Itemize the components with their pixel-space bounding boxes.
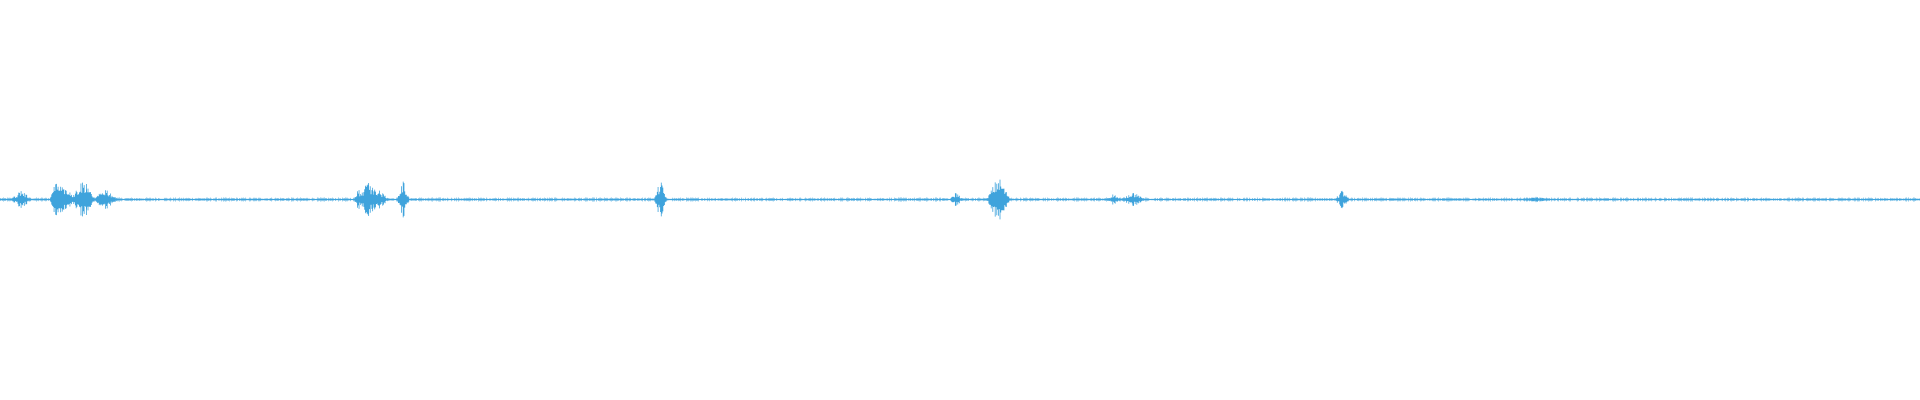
waveform-peak [1106,194,1121,205]
waveform-peak [950,193,963,206]
waveform-peak [363,189,390,210]
waveform-peak [986,179,1010,220]
waveform-peak [80,183,93,216]
waveform-peak [1335,190,1349,209]
waveform-peak [1522,196,1550,203]
waveform-peak [1121,193,1145,206]
waveform-peak [654,182,667,217]
waveform-peak [94,190,118,209]
waveform-noise-floor [0,197,1920,202]
waveform-peak [11,191,32,208]
waveform-peak [397,181,410,218]
